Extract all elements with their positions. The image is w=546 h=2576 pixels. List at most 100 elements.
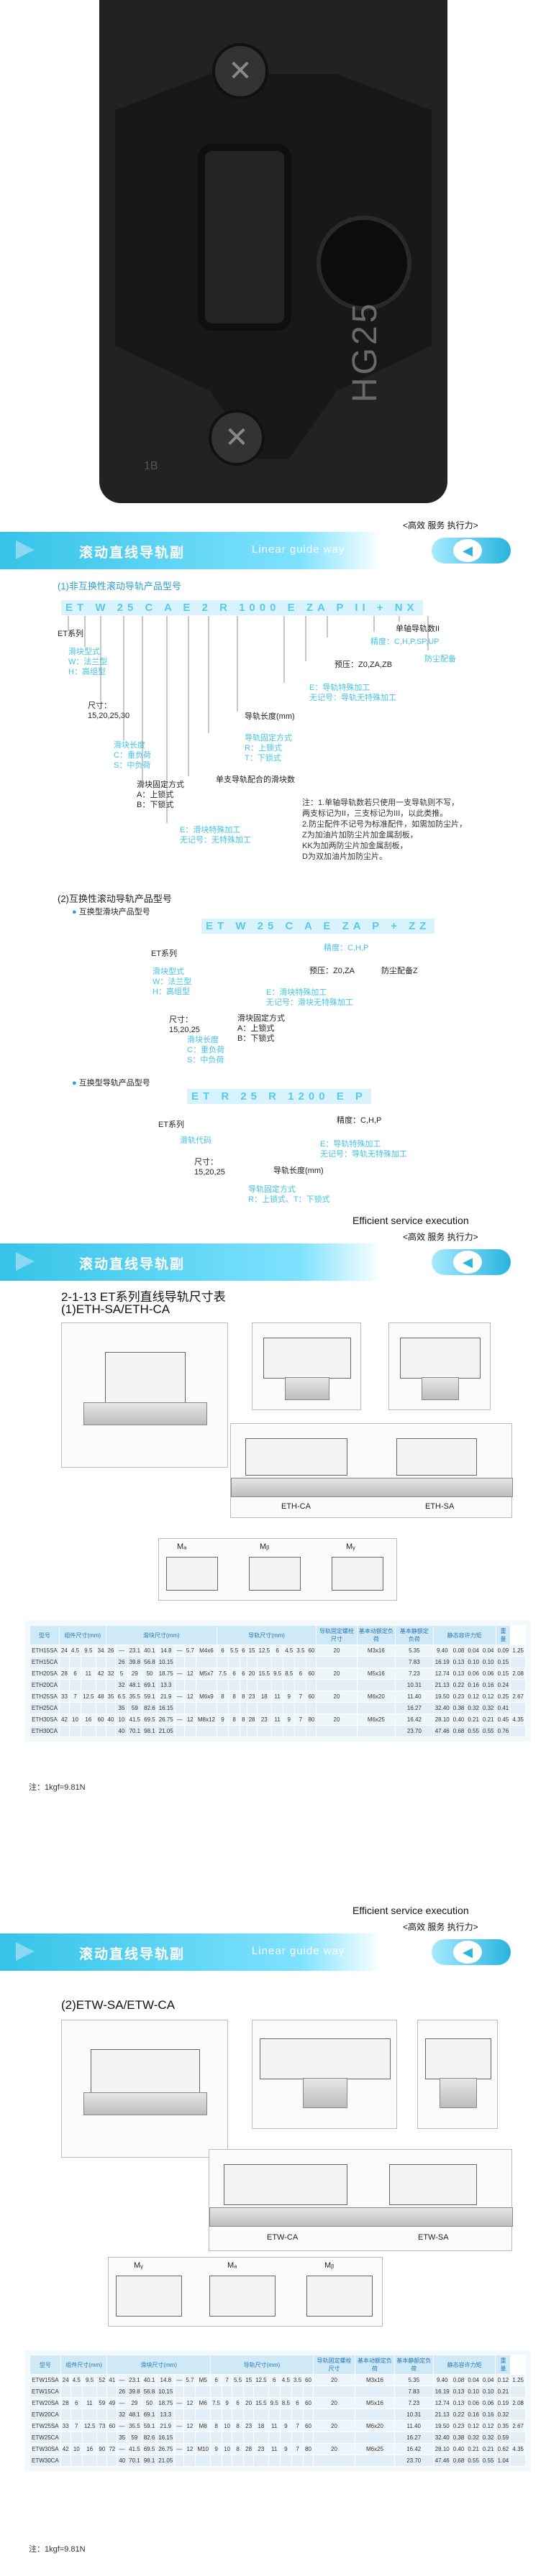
table-cell: 23 (246, 1690, 258, 1703)
table-cell: 12.5 (256, 1644, 273, 1657)
table-cell: 0.21 (480, 2443, 496, 2455)
table-cell: 60 (106, 2420, 118, 2432)
table-cell: 0.16 (465, 1679, 481, 1691)
table-cell: 82.6 (142, 1702, 158, 1714)
s2-label-series: ET系列 (151, 949, 178, 958)
table-cell: 48 (95, 1690, 106, 1703)
table-cell: M3x16 (355, 2374, 395, 2386)
table-cell (294, 1679, 307, 1691)
block-shape (396, 1438, 477, 1476)
table-cell: 11.40 (395, 1690, 434, 1703)
table-cell: 7.23 (393, 2397, 434, 2409)
table-cell: 40.1 (142, 1644, 158, 1657)
table-cell (355, 2455, 395, 2467)
table-cell: 59 (127, 2432, 142, 2444)
table-cell: 5.5 (232, 2374, 245, 2386)
table-cell: 20 (243, 2397, 255, 2409)
table-cell: 0.23 (450, 2420, 467, 2432)
table-cell: 2.67 (510, 2420, 526, 2432)
table-cell: 2.08 (510, 1668, 526, 1680)
col-header: 基本静额定负荷 (393, 2355, 434, 2375)
table-cell: 0.21 (465, 1714, 481, 1726)
moment-label: Mᵧ (346, 1542, 355, 1551)
table-cell: 6 (268, 2374, 281, 2386)
table-cell (356, 1656, 396, 1668)
table-cell (174, 2432, 185, 2444)
table-cell (174, 1725, 185, 1737)
table-cell: 19.50 (432, 1690, 452, 1703)
s1-model-code: ET W 25 C A E 2 R 1000 E ZA P II + NX (61, 600, 423, 615)
table-cell: 0.13 (450, 2386, 467, 2398)
table-cell: 23.1 (127, 1644, 143, 1657)
table-cell: 47.46 (432, 1725, 452, 1737)
table-cell: 12.74 (432, 1668, 452, 1680)
table-cell (95, 1679, 106, 1691)
table-cell (183, 2432, 196, 2444)
triangle-icon (16, 540, 35, 559)
table-cell (246, 1702, 258, 1714)
table-cell: 2.08 (510, 2397, 526, 2409)
table-cell (279, 2386, 292, 2398)
table-cell (232, 2386, 245, 2398)
table-cell: 82.6 (141, 2432, 158, 2444)
table-cell: 16 (81, 2443, 98, 2455)
screw-icon: ✕ (212, 43, 268, 99)
table-cell (59, 1725, 70, 1737)
s2-label-size: 尺寸： 15,20,25 (169, 1016, 200, 1034)
table-cell (256, 1656, 273, 1668)
table-cell: 21.13 (432, 2409, 452, 2421)
moment-drawings: Mₐ Mᵦ Mᵧ (158, 1538, 397, 1601)
table-cell: — (117, 2420, 128, 2432)
table-cell: 70.1 (127, 2455, 142, 2467)
table-cell: 0.15 (495, 1656, 511, 1668)
table-cell: 10.31 (393, 2409, 434, 2421)
table-cell: 59.1 (142, 1690, 158, 1703)
etw-moment-drawings: Mᵧ Mₐ Mᵦ (108, 2257, 383, 2327)
s1-title: (1)非互换性滚动导轨产品型号 (58, 581, 181, 592)
table-cell: 72 (106, 2443, 118, 2455)
col-header: 基本动额定负荷 (355, 2355, 395, 2375)
s2-sub1: ● 互换型滑块产品型号 (72, 907, 150, 917)
table-cell (240, 1725, 247, 1737)
arrow-left-icon[interactable]: ◀ (453, 539, 482, 562)
note-line: KK为加两防尘片加金属刮板， (302, 842, 408, 850)
etw-spec-table: 型号 组件尺寸(mm) 滑块尺寸(mm) 导轨尺寸(mm) 导轨固定螺栓尺寸 基… (29, 2355, 526, 2467)
table-cell (243, 2455, 255, 2467)
table-cell (279, 2409, 292, 2421)
table-cell (510, 1725, 526, 1737)
table-cell (70, 2409, 83, 2421)
table-cell: 28 (246, 1714, 258, 1726)
table-cell: 0.06 (480, 1668, 496, 1680)
table-cell: 26 (115, 1656, 128, 1668)
table-cell: 8 (232, 2443, 245, 2455)
model-cell: ETH30CA (29, 1725, 60, 1737)
table-cell (243, 2432, 255, 2444)
table-cell (240, 1656, 247, 1668)
arrow-left-icon[interactable]: ◀ (453, 1251, 482, 1274)
table-cell: 24 (59, 1644, 70, 1657)
seal-slot (198, 144, 291, 331)
table-cell: 98.1 (142, 1725, 158, 1737)
table-cell: M4x6 (195, 1644, 217, 1657)
table-cell: 1.04 (495, 2455, 511, 2467)
s1-notes: 注：1.单轴导轨数若只使用一支导轨则不写， 两支标记为II，三支标记为III，以… (302, 798, 532, 862)
table-cell: 0.10 (465, 2386, 481, 2398)
table-cell: 32 (105, 1668, 117, 1680)
table-cell: 0.12 (465, 2420, 481, 2432)
table-cell (183, 2455, 196, 2467)
table-cell (222, 2386, 233, 2398)
arrow-left-icon[interactable]: ◀ (453, 1941, 482, 1964)
s2-sub1-text: 互换型滑块产品型号 (78, 908, 150, 916)
table-cell (316, 1725, 358, 1737)
table-cell: 0.21 (465, 2443, 481, 2455)
table-cell (268, 2386, 281, 2398)
table-cell: 10 (70, 2443, 83, 2455)
label-size: 尺寸： 15,20,25,30 (88, 702, 130, 720)
table-cell: 20 (316, 1714, 358, 1726)
table-cell: M8x12 (195, 1714, 217, 1726)
table-cell: 7.5 (216, 1668, 229, 1680)
table-cell: 12.5 (253, 2374, 269, 2386)
table-cell: 50 (142, 1668, 158, 1680)
table-cell (268, 2455, 281, 2467)
rail-shape (422, 1377, 459, 1400)
